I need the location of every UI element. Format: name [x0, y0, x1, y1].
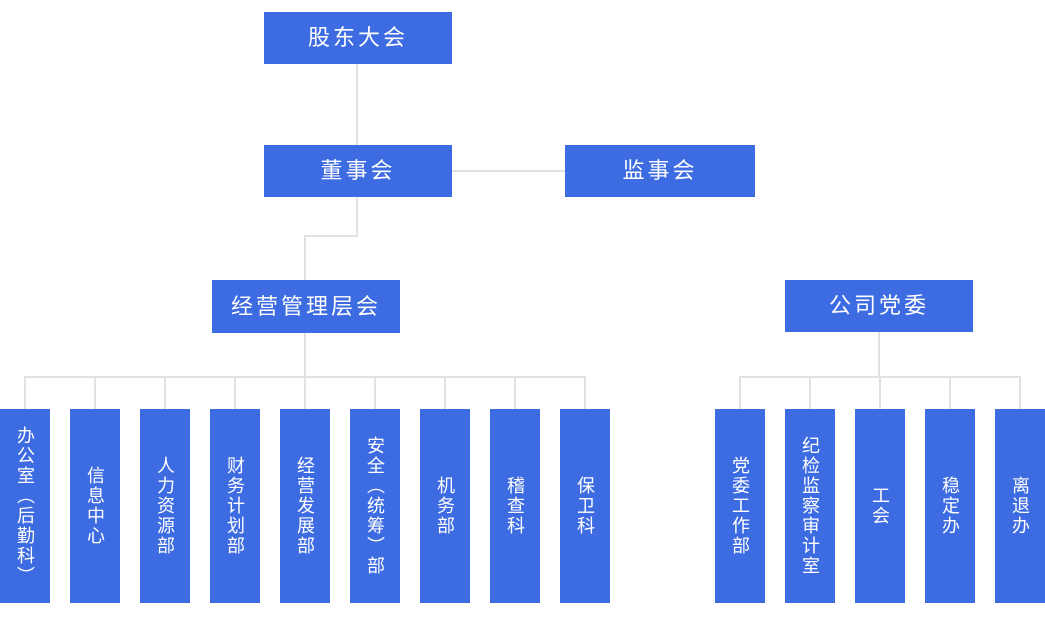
connector-stub [514, 376, 516, 409]
department-node: 经营发展部 [280, 409, 330, 603]
department-node: 人力资源部 [140, 409, 190, 603]
connector-stub [949, 376, 951, 409]
connector-management-down [304, 333, 306, 377]
department-node: 党委工作部 [715, 409, 765, 603]
node-management-committee: 经营管理层会 [212, 280, 400, 333]
connector-stub [444, 376, 446, 409]
connector-stub [164, 376, 166, 409]
connector-board-supervisory [452, 170, 565, 172]
connector-board-management-jog [304, 235, 358, 237]
node-party-committee: 公司党委 [785, 280, 973, 332]
department-node: 工会 [855, 409, 905, 603]
connector-stub [94, 376, 96, 409]
connector-stub [234, 376, 236, 409]
department-node: 离退办 [995, 409, 1045, 603]
department-node: 财务计划部 [210, 409, 260, 603]
connector-stub [809, 376, 811, 409]
connector-board-management-v1 [356, 197, 358, 237]
department-node: 保卫科 [560, 409, 610, 603]
department-node: 纪检监察审计室 [785, 409, 835, 603]
connector-party-down [878, 332, 880, 377]
department-node: 信息中心 [70, 409, 120, 603]
connector-stub [24, 376, 26, 409]
node-board-of-directors: 董事会 [264, 145, 452, 197]
connector-stub [879, 376, 881, 409]
department-node: 稳定办 [925, 409, 975, 603]
connector-shareholders-board [356, 64, 358, 145]
connector-stub [1019, 376, 1021, 409]
node-shareholders-meeting: 股东大会 [264, 12, 452, 64]
connector-stub [739, 376, 741, 409]
connector-stub [304, 376, 306, 409]
department-node: 稽查科 [490, 409, 540, 603]
connector-stub [584, 376, 586, 409]
node-supervisory-board: 监事会 [565, 145, 755, 197]
connector-board-management-v2 [304, 235, 306, 280]
department-node: 安全（统筹）部 [350, 409, 400, 603]
department-node: 办公室（后勤科） [0, 409, 50, 603]
department-node: 机务部 [420, 409, 470, 603]
connector-stub [374, 376, 376, 409]
